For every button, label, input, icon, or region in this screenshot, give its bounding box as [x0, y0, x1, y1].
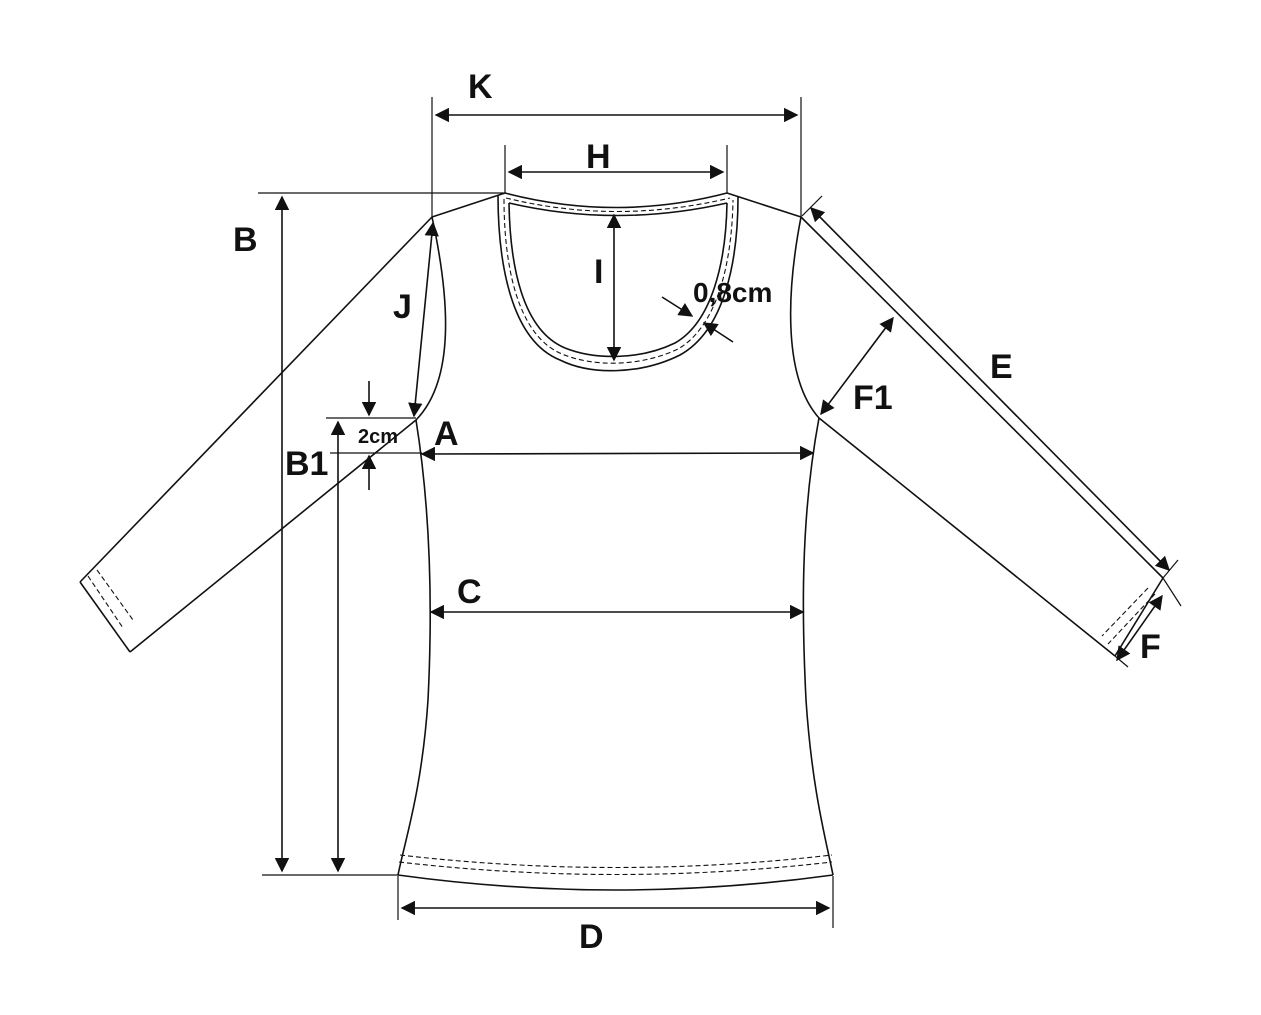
label-e: E [990, 348, 1013, 386]
right-shoulder-line [726, 192, 802, 218]
back-neck-stitching [505, 197, 731, 213]
hem-edge [397, 874, 834, 891]
label-c: C [457, 573, 482, 611]
label-a: A [434, 415, 459, 453]
left-cuff-stitch-1 [87, 575, 124, 629]
front-neck-outer [497, 194, 739, 372]
left-cuff-stitching [87, 569, 134, 629]
hem-stitch-top [399, 854, 833, 869]
label-i: I [594, 253, 603, 291]
label-b1: B1 [285, 445, 328, 483]
label-h: H [586, 138, 611, 176]
dimension-b: B [233, 192, 505, 876]
dimension-i: I [594, 213, 622, 362]
left-body-side [397, 419, 432, 876]
label-b: B [233, 221, 258, 259]
dimension-e: E [801, 195, 1179, 579]
dimension-b1: B1 [285, 420, 346, 873]
dimension-a: A [420, 415, 815, 462]
label-neckband: 0,8cm [693, 277, 772, 308]
hem-stitching [398, 854, 833, 876]
left-cuff-stitch-2 [96, 569, 134, 621]
right-armhole [789, 216, 820, 419]
e-ext-bottom [1162, 559, 1179, 579]
e-arrow [809, 206, 1171, 572]
left-shoulder-line [431, 192, 506, 218]
neckband-arrow-outer [661, 296, 694, 317]
f-arrow [1116, 594, 1163, 662]
dimension-k: K [431, 68, 802, 217]
dimension-d: D [397, 876, 834, 956]
back-neck-edge [504, 192, 728, 209]
f-ext-top [1162, 577, 1182, 607]
neck-stitching [503, 198, 734, 364]
neckband-arrow-inner [702, 322, 734, 343]
a-arrow [420, 445, 815, 462]
dimension-2cm: 2cm [326, 381, 422, 490]
left-sleeve-inner [129, 419, 417, 653]
j-arrow [408, 221, 439, 418]
shirt-outline [79, 192, 1164, 891]
dimension-neckband: 0,8cm [661, 277, 772, 343]
dimension-f1: F1 [820, 316, 894, 417]
label-k: K [468, 68, 493, 106]
e-ext-top [801, 195, 823, 217]
f-ext-bottom [1114, 655, 1129, 668]
label-f: F [1140, 628, 1161, 666]
f1-arrow [820, 316, 894, 416]
label-f1: F1 [853, 379, 893, 417]
label-d: D [579, 918, 604, 956]
label-offset: 2cm [358, 426, 398, 448]
hem-stitch-bottom [398, 861, 833, 876]
dimension-f: F [1114, 577, 1182, 668]
left-cuff-edge [79, 581, 131, 653]
dimension-h: H [504, 138, 728, 193]
dimension-j: J [393, 221, 439, 418]
right-sleeve-inner [818, 417, 1116, 657]
dimension-c: C [429, 573, 805, 620]
label-j: J [393, 288, 412, 326]
left-sleeve-outer [79, 216, 433, 583]
right-body-side [802, 417, 834, 876]
